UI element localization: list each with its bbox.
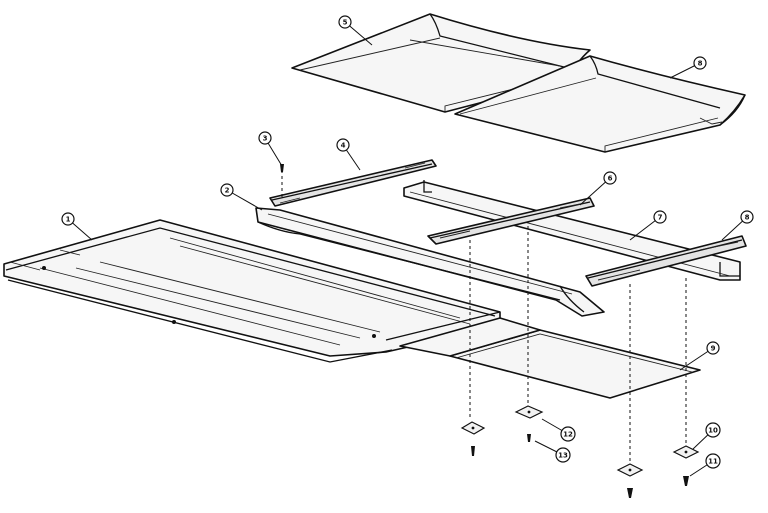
callout-leader-line <box>579 177 611 206</box>
base-tray <box>3 219 501 363</box>
callout-c13: 13 <box>534 440 571 463</box>
hardware <box>280 164 700 498</box>
callout-leader-line <box>679 347 714 371</box>
callout-c7: 7 <box>629 210 667 241</box>
callout-number: 8 <box>745 214 750 222</box>
callout-number: 7 <box>658 214 663 222</box>
callout-number: 4 <box>341 142 346 150</box>
callout-circle <box>693 56 707 70</box>
callout-c2: 2 <box>220 183 263 211</box>
callout-circle <box>220 183 234 197</box>
callout-number: 9 <box>711 345 716 353</box>
callout-c8a: 8 <box>669 56 707 79</box>
rail-middle <box>427 197 595 245</box>
callout-number: 6 <box>608 175 613 183</box>
callout-leader-line <box>226 189 263 211</box>
callout-circle <box>705 422 721 438</box>
callout-circle <box>705 453 721 469</box>
callout-number: 3 <box>263 135 268 143</box>
callout-c11: 11 <box>689 453 721 477</box>
callout-c5: 5 <box>338 15 373 46</box>
callout-circle <box>258 131 272 145</box>
callout-circle <box>740 210 754 224</box>
callout-c9: 9 <box>679 341 720 371</box>
callout-circle <box>338 15 352 29</box>
callout-circle <box>603 171 617 185</box>
callout-c8b: 8 <box>721 210 754 241</box>
callout-c6: 6 <box>579 171 617 206</box>
rail-lower-right <box>585 235 747 287</box>
callout-number: 11 <box>708 458 718 466</box>
trough-channel <box>255 207 605 317</box>
callout-c4: 4 <box>336 138 361 171</box>
callout-c1: 1 <box>61 212 93 241</box>
callout-number: 2 <box>225 187 230 195</box>
callout-circle <box>555 447 571 463</box>
callout-number: 12 <box>563 431 573 439</box>
callout-number: 8 <box>698 60 703 68</box>
callout-c12: 12 <box>541 418 576 442</box>
callout-circle <box>61 212 75 226</box>
panel-top-right <box>454 55 746 153</box>
callout-circle <box>706 341 720 355</box>
callout-circle <box>653 210 667 224</box>
callout-number: 10 <box>708 427 718 435</box>
callout-number: 13 <box>558 452 568 460</box>
callout-c3: 3 <box>258 131 283 167</box>
callout-circle <box>336 138 350 152</box>
callout-number: 5 <box>343 19 348 27</box>
rail-upper-left <box>269 159 437 207</box>
callout-circle <box>560 426 576 442</box>
alignment-lines <box>281 170 687 462</box>
callout-number: 1 <box>66 216 71 224</box>
callout-c10: 10 <box>692 422 721 450</box>
